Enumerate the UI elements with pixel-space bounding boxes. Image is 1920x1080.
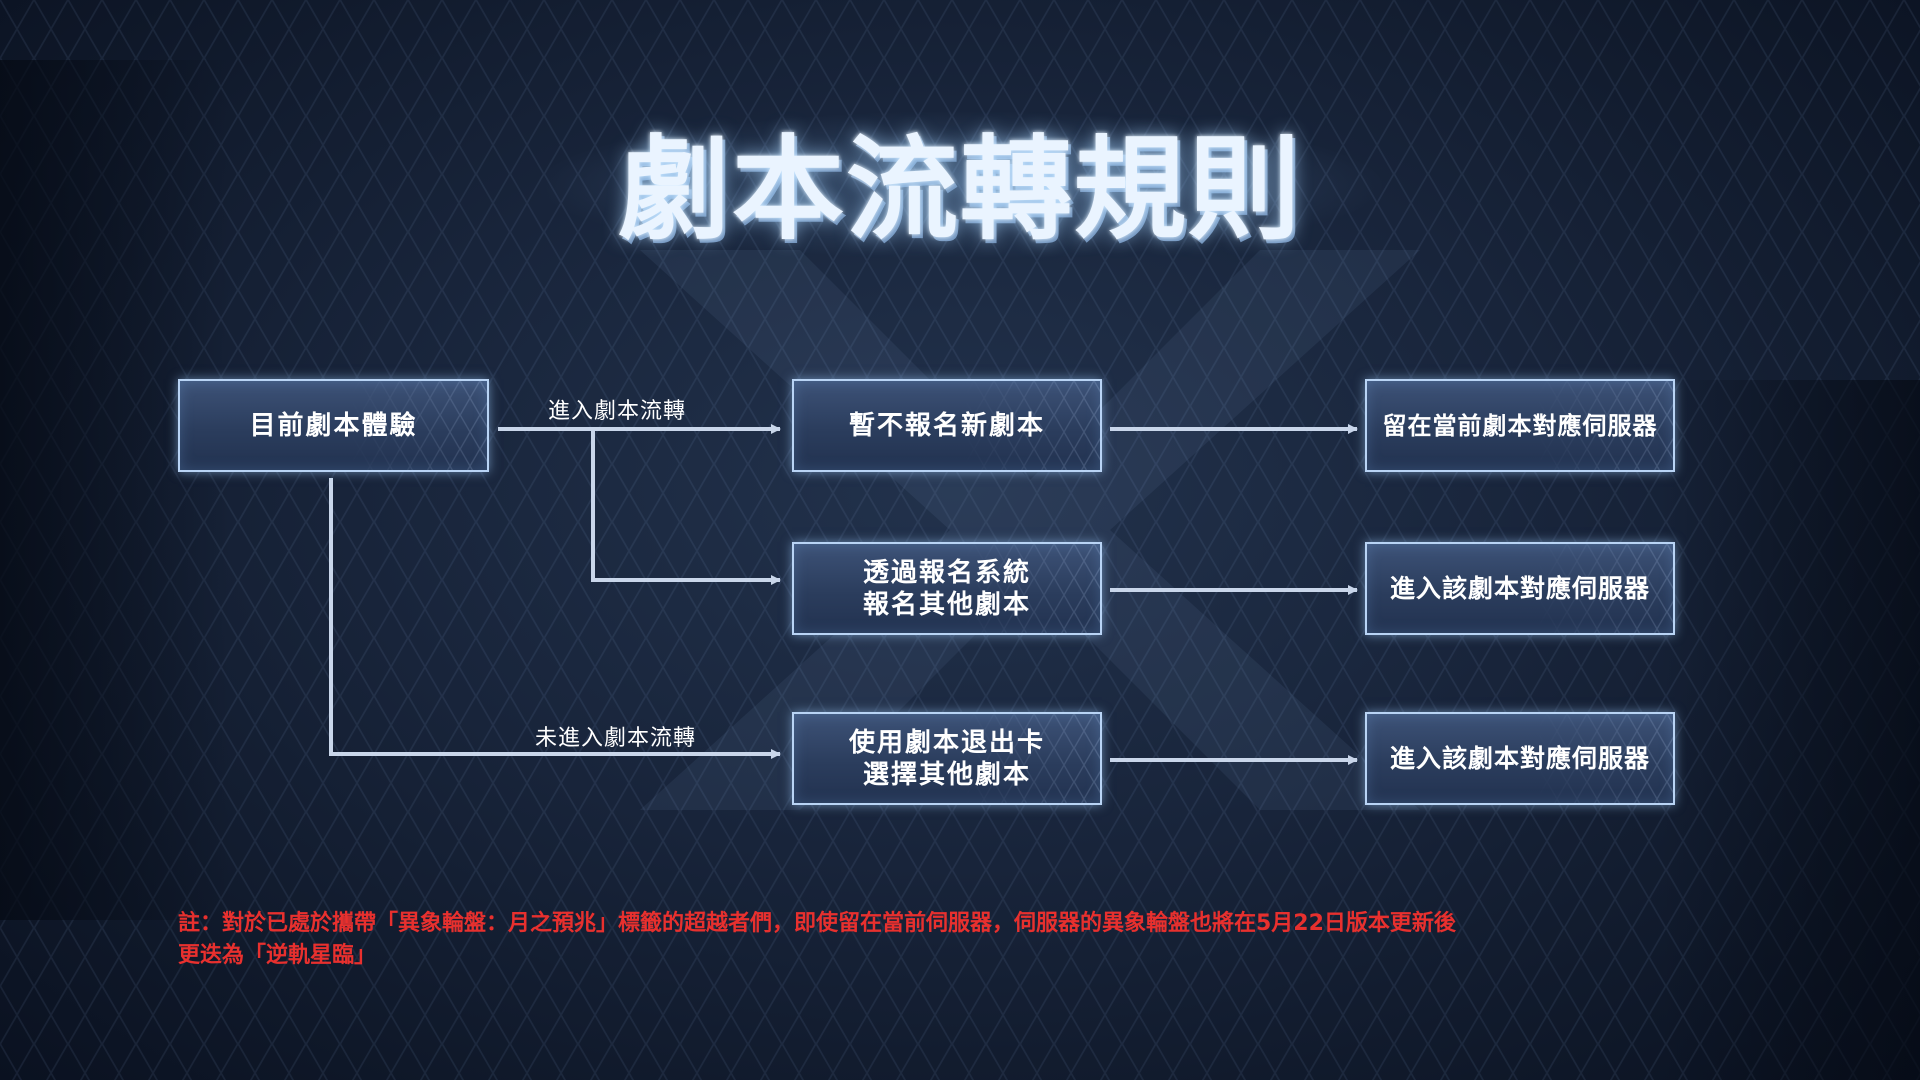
node-no-register-label: 暫不報名新劇本 [848, 410, 1045, 441]
background-ruins-left [0, 60, 230, 920]
node-stay-server-label: 留在當前劇本對應伺服器 [1382, 411, 1658, 440]
node-no-register: 暫不報名新劇本 [792, 379, 1102, 472]
footnote: 註：對於已處於攜帶「異象輪盤：月之預兆」標籤的超越者們，即使留在當前伺服器，伺服… [178, 908, 1718, 972]
footnote-line-1: 註：對於已處於攜帶「異象輪盤：月之預兆」標籤的超越者們，即使留在當前伺服器，伺服… [178, 911, 1456, 936]
node-register-other: 透過報名系統 報名其他劇本 [792, 542, 1102, 635]
node-stay-server: 留在當前劇本對應伺服器 [1365, 379, 1675, 472]
node-enter-server-2-label: 進入該劇本對應伺服器 [1389, 743, 1650, 773]
arrow-branch-to-register-other [591, 429, 781, 585]
node-current-script: 目前劇本體驗 [178, 379, 489, 472]
footnote-line-2: 更迭為「逆軌星臨」 [178, 943, 377, 968]
node-register-other-label: 透過報名系統 報名其他劇本 [862, 557, 1031, 620]
node-current-script-label: 目前劇本體驗 [249, 410, 418, 441]
edge-label-enter-flow: 進入劇本流轉 [548, 399, 687, 424]
title-glow [530, 110, 1390, 260]
node-enter-server-2: 進入該劇本對應伺服器 [1365, 712, 1675, 805]
node-enter-server-1: 進入該劇本對應伺服器 [1365, 542, 1675, 635]
page-title: 劇本流轉規則 [618, 125, 1302, 255]
node-exit-card: 使用劇本退出卡 選擇其他劇本 [792, 712, 1102, 805]
node-enter-server-1-label: 進入該劇本對應伺服器 [1389, 573, 1650, 603]
edge-label-not-enter-flow: 未進入劇本流轉 [535, 726, 697, 751]
node-exit-card-label: 使用劇本退出卡 選擇其他劇本 [848, 727, 1045, 790]
background-ruins-right [1660, 380, 1920, 1080]
arrow-current-to-exit-card [329, 478, 781, 759]
